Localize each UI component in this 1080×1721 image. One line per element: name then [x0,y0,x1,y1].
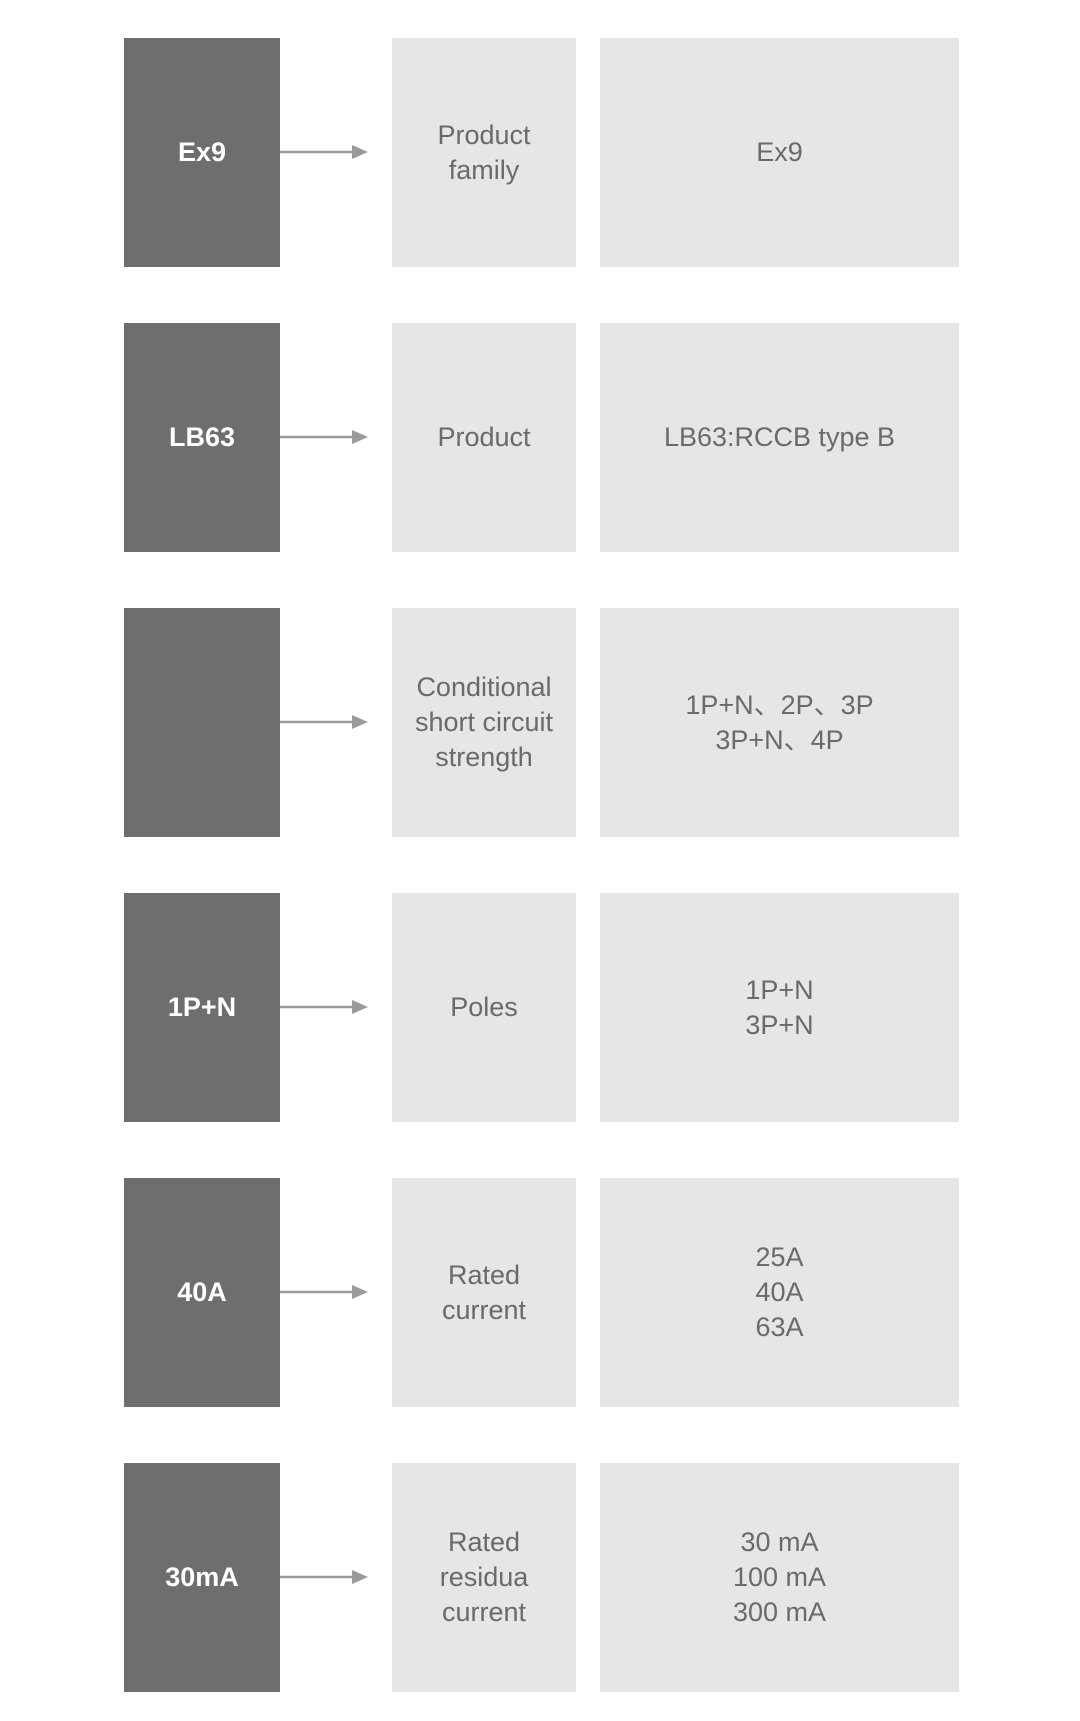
diagram-row-rated-current: 40A Rated current 25A 40A 63A [0,1178,1080,1407]
diagram-row-rated-residual-current: 30mA Rated residua current 30 mA 100 mA … [0,1463,1080,1692]
right-arrow-icon [280,715,368,729]
field-value-box: Ex9 [600,38,959,267]
right-arrow-icon [280,1285,368,1299]
field-label-box: Product family [392,38,576,267]
field-label-box: Conditional short circuit strength [392,608,576,837]
code-segment-box: LB63 [124,323,280,552]
field-label-box: Product [392,323,576,552]
diagram-row-poles: 1P+N Poles 1P+N 3P+N [0,893,1080,1122]
right-arrow-icon [280,145,368,159]
code-segment-box: 30mA [124,1463,280,1692]
field-label-box: Rated current [392,1178,576,1407]
field-label-box: Poles [392,893,576,1122]
field-value-box: 30 mA 100 mA 300 mA [600,1463,959,1692]
field-value-box: LB63:RCCB type B [600,323,959,552]
field-value-box: 1P+N 3P+N [600,893,959,1122]
code-segment-box: Ex9 [124,38,280,267]
code-segment-box: 40A [124,1178,280,1407]
diagram-row-short-circuit-strength: Conditional short circuit strength 1P+N、… [0,608,1080,837]
diagram-row-product: LB63 Product LB63:RCCB type B [0,323,1080,552]
right-arrow-icon [280,1000,368,1014]
right-arrow-icon [280,1570,368,1584]
code-segment-box [124,608,280,837]
field-label-box: Rated residua current [392,1463,576,1692]
diagram-row-product-family: Ex9 Product family Ex9 [0,38,1080,267]
code-segment-box: 1P+N [124,893,280,1122]
right-arrow-icon [280,430,368,444]
field-value-box: 25A 40A 63A [600,1178,959,1407]
field-value-box: 1P+N、2P、3P 3P+N、4P [600,608,959,837]
